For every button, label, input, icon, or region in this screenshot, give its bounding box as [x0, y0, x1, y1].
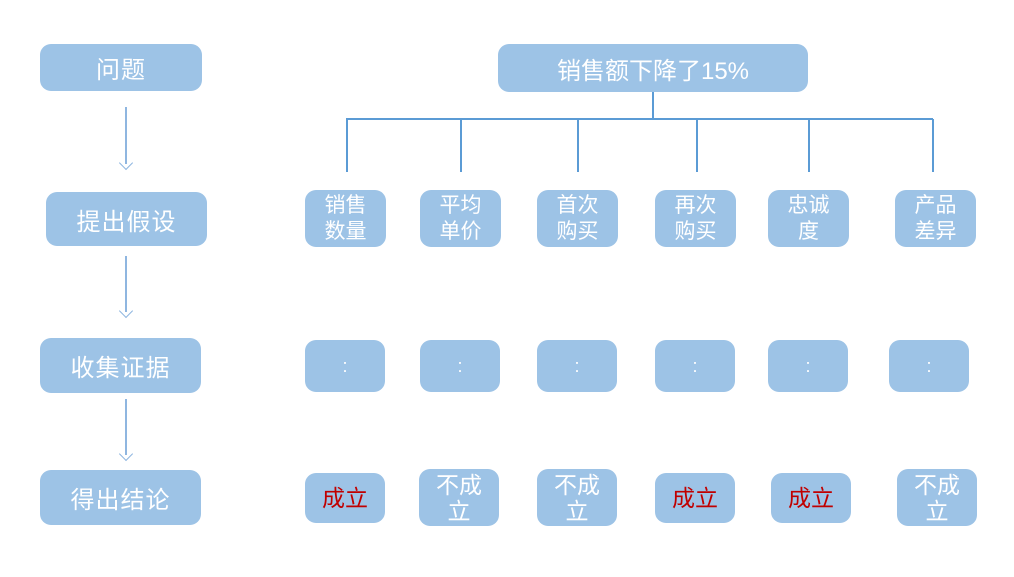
tree-connector-horizontal: [346, 118, 933, 120]
evidence-box-1: :: [305, 340, 385, 392]
step-label: 问题: [96, 57, 146, 84]
evidence-label: :: [342, 355, 348, 376]
step-label: 得出结论: [70, 487, 171, 514]
tree-connector-drop-2: [460, 119, 462, 172]
evidence-label: :: [457, 355, 463, 376]
hypothesis-box-2: 平均 单价: [420, 190, 501, 247]
conclusion-label: 不成立: [436, 471, 482, 524]
problem-box: 销售额下降了15%: [498, 44, 808, 92]
flow-arrow-1: [118, 107, 134, 171]
hypothesis-box-5: 忠诚 度: [768, 190, 849, 247]
conclusion-box-6: 不成立: [897, 469, 977, 526]
hypothesis-box-3: 首次 购买: [537, 190, 618, 247]
tree-connector-drop-6: [932, 119, 934, 172]
conclusion-box-4: 成立: [655, 473, 735, 523]
conclusion-box-2: 不成立: [419, 469, 499, 526]
arrow-shaft: [125, 107, 127, 164]
step-box-collect-evidence: 收集证据: [40, 338, 201, 393]
evidence-box-2: :: [420, 340, 500, 392]
conclusion-label: 成立: [672, 485, 718, 511]
evidence-box-3: :: [537, 340, 617, 392]
evidence-label: :: [805, 355, 811, 376]
hypothesis-label: 销售 数量: [324, 193, 367, 243]
conclusion-box-5: 成立: [771, 473, 851, 523]
flow-arrow-2: [118, 256, 134, 319]
hypothesis-label: 平均 单价: [439, 193, 482, 243]
evidence-box-5: :: [768, 340, 848, 392]
conclusion-label: 成立: [322, 485, 368, 511]
evidence-label: :: [926, 355, 932, 376]
tree-connector-drop-3: [577, 119, 579, 172]
evidence-label: :: [574, 355, 580, 376]
step-label: 提出假设: [76, 208, 177, 236]
arrow-down-icon: [118, 446, 134, 462]
conclusion-label: 不成立: [914, 471, 960, 524]
arrow-down-icon: [118, 303, 134, 319]
step-box-propose-hypothesis: 提出假设: [46, 192, 207, 246]
hypothesis-box-4: 再次 购买: [655, 190, 736, 247]
step-label: 收集证据: [70, 355, 171, 382]
hypothesis-label: 首次 购买: [556, 193, 599, 243]
problem-label: 销售额下降了15%: [556, 57, 750, 85]
evidence-label: :: [692, 355, 698, 376]
arrow-shaft: [125, 399, 127, 455]
conclusion-label: 成立: [788, 485, 834, 511]
hypothesis-label: 产品 差异: [914, 193, 957, 243]
hypothesis-label: 再次 购买: [674, 193, 717, 243]
evidence-box-4: :: [655, 340, 735, 392]
hypothesis-label: 忠诚 度: [787, 193, 830, 243]
step-box-draw-conclusion: 得出结论: [40, 470, 201, 525]
tree-connector-drop-5: [808, 119, 810, 172]
flow-arrow-3: [118, 399, 134, 462]
tree-connector-stub: [652, 92, 654, 118]
arrow-down-icon: [118, 155, 134, 171]
evidence-box-6: :: [889, 340, 969, 392]
arrow-shaft: [125, 256, 127, 312]
tree-connector-drop-1: [346, 119, 348, 172]
hypothesis-box-6: 产品 差异: [895, 190, 976, 247]
conclusion-box-3: 不成立: [537, 469, 617, 526]
conclusion-label: 不成立: [554, 471, 600, 524]
step-box-question: 问题: [40, 44, 202, 91]
tree-connector-drop-4: [696, 119, 698, 172]
conclusion-box-1: 成立: [305, 473, 385, 523]
hypothesis-box-1: 销售 数量: [305, 190, 386, 247]
